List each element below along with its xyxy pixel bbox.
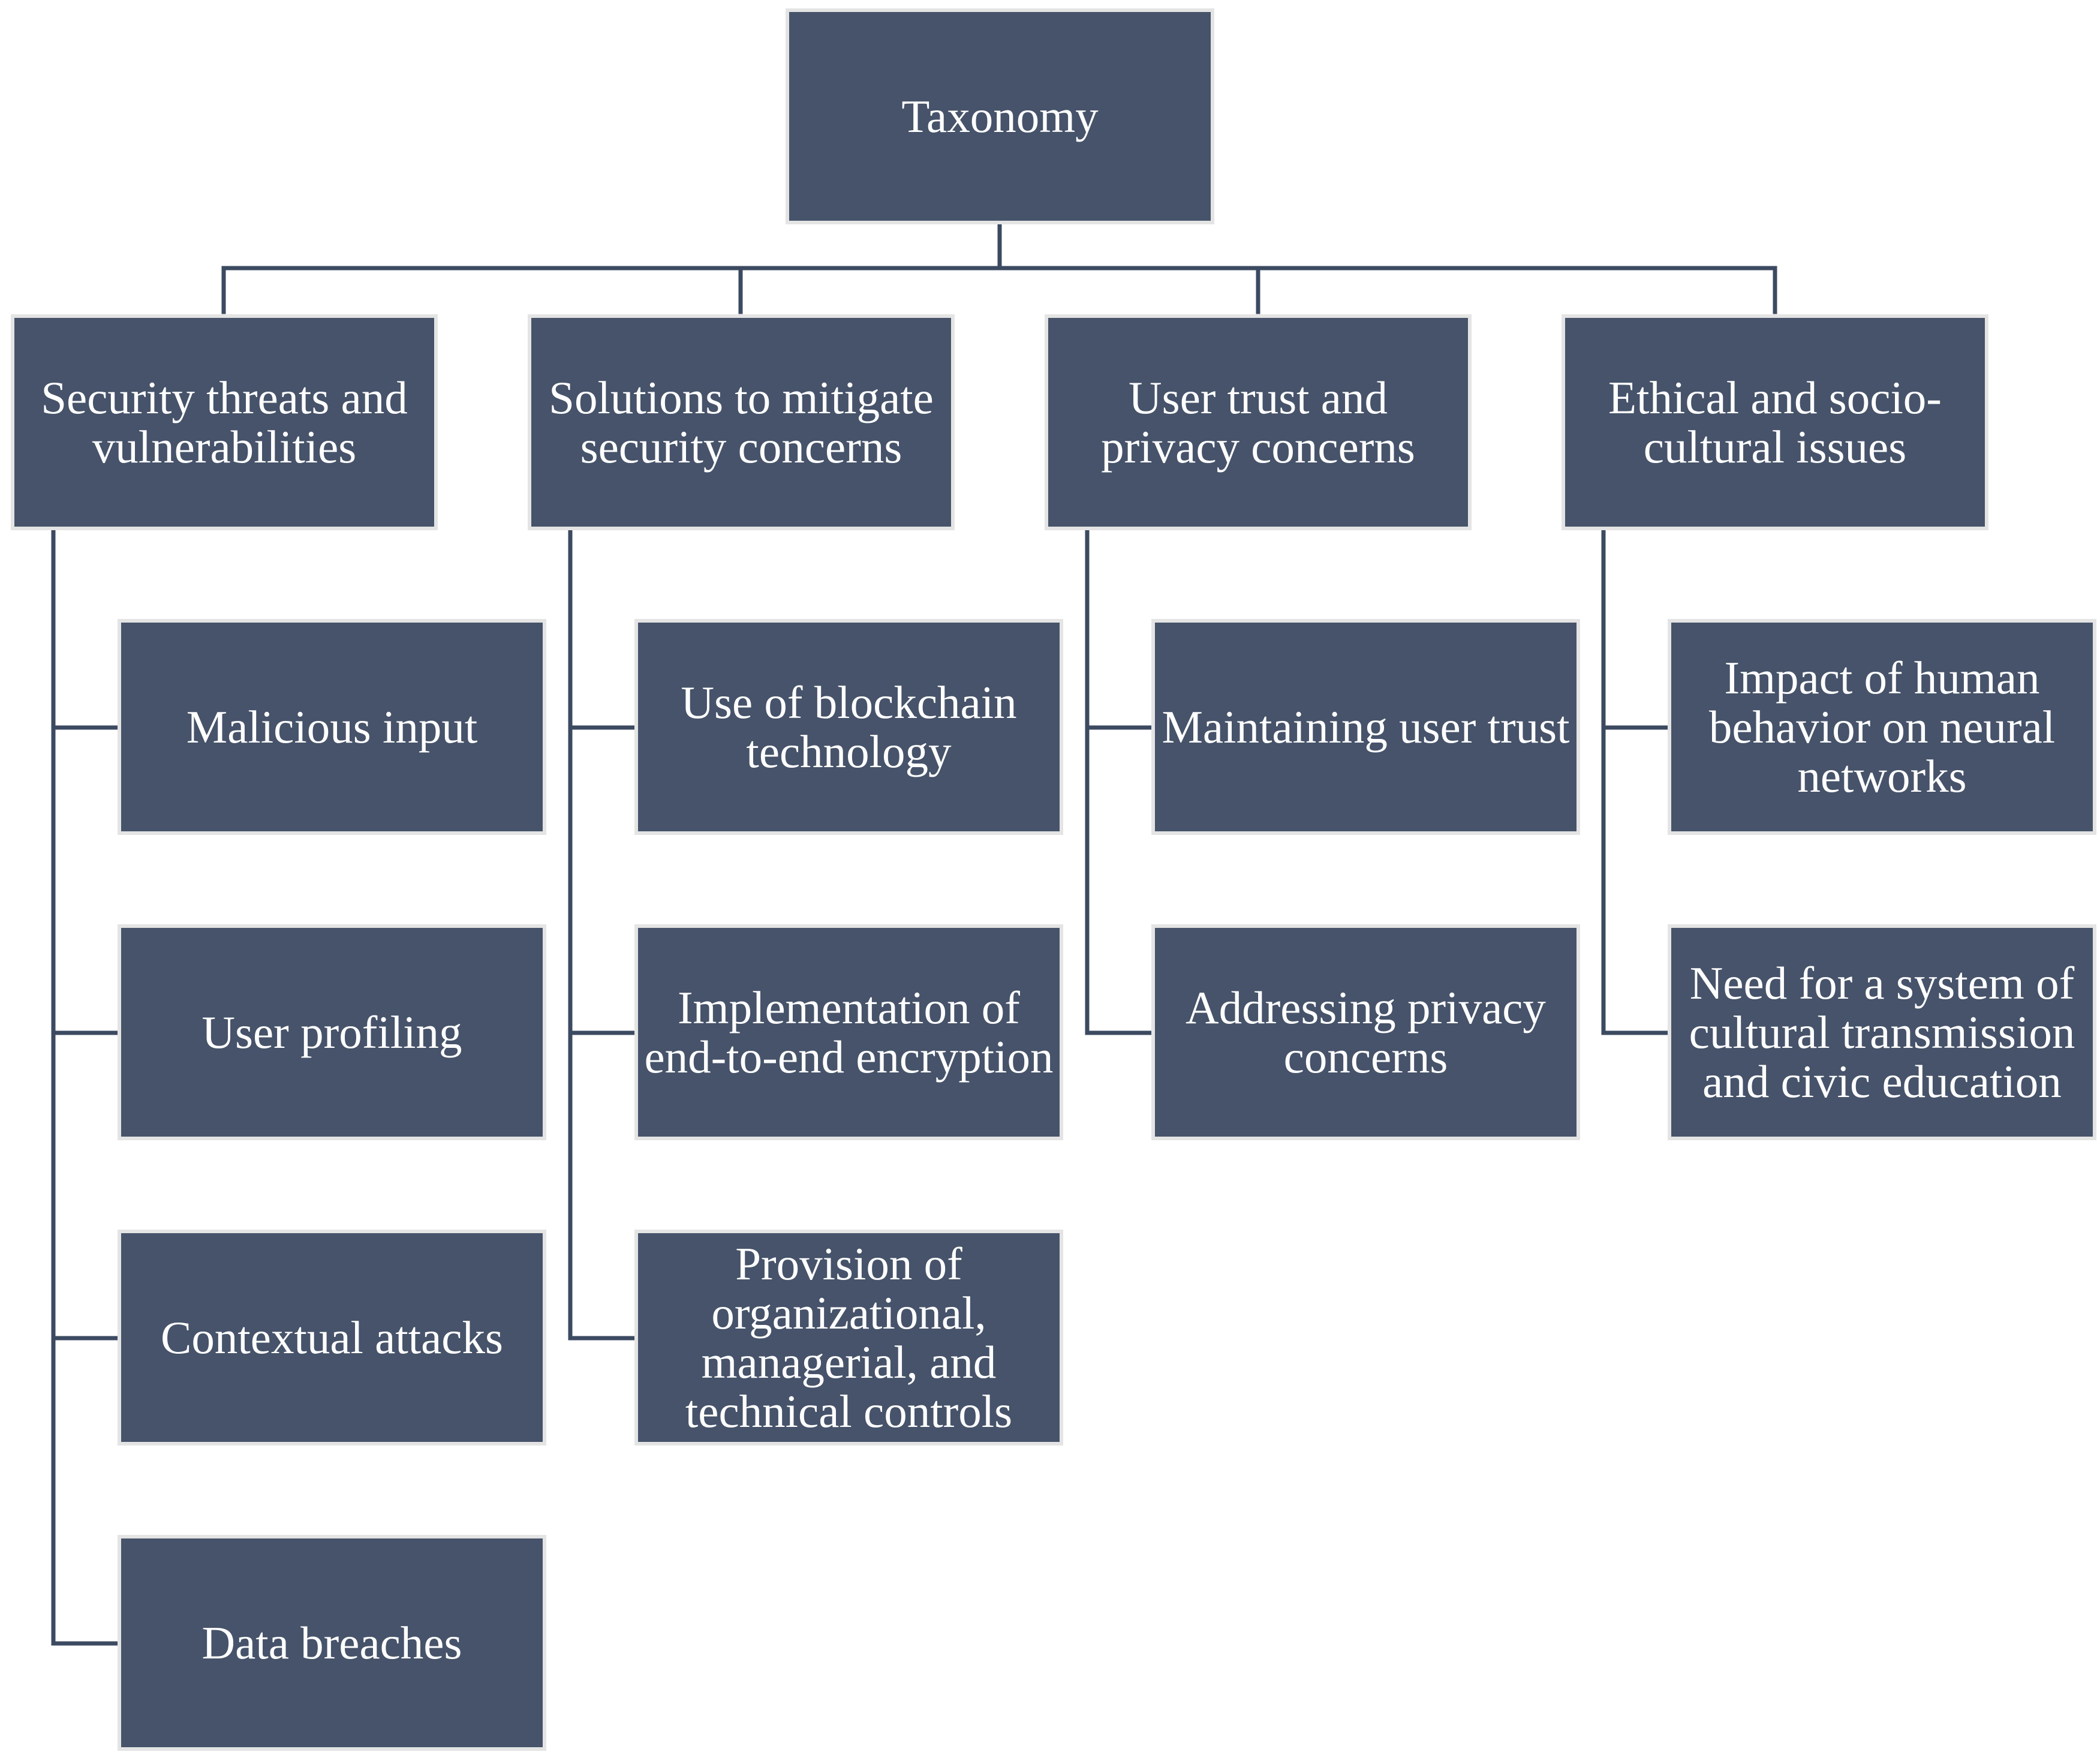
category-node-solutions: Solutions to mitigate security concerns — [528, 314, 955, 530]
leaf-label: Data breaches — [201, 1617, 462, 1669]
leaf-node-blockchain: Use of blockchain technology — [634, 619, 1063, 835]
leaf-node-contextual-attacks: Contextual attacks — [118, 1230, 546, 1446]
leaf-node-maintaining-user-trust: Maintaining user trust — [1151, 619, 1580, 835]
leaf-node-controls: Provision of organizational, managerial,… — [634, 1230, 1063, 1446]
leaf-label: Need for a system of cultural transmissi… — [1689, 957, 2075, 1107]
category-label: Security threats and vulnerabilities — [41, 372, 408, 473]
leaf-node-user-profiling: User profiling — [118, 924, 546, 1140]
leaf-label: User profiling — [201, 1006, 462, 1058]
leaf-node-data-breaches: Data breaches — [118, 1535, 546, 1751]
category-node-security-threats: Security threats and vulnerabilities — [11, 314, 438, 530]
root-label: Taxonomy — [901, 91, 1099, 142]
leaf-label: Maintaining user trust — [1162, 701, 1570, 753]
root-node-taxonomy: Taxonomy — [786, 8, 1214, 224]
leaf-node-malicious-input: Malicious input — [118, 619, 546, 835]
category-node-ethical-socio-cultural: Ethical and socio-cultural issues — [1562, 314, 1988, 530]
leaf-label: Impact of human behavior on neural netwo… — [1708, 652, 2056, 802]
category-node-user-trust-privacy: User trust and privacy concerns — [1045, 314, 1472, 530]
leaf-label: Contextual attacks — [161, 1312, 503, 1363]
leaf-label: Provision of organizational, managerial,… — [685, 1238, 1013, 1437]
leaf-label: Addressing privacy concerns — [1186, 982, 1546, 1083]
leaf-label: Use of blockchain technology — [681, 677, 1017, 777]
leaf-label: Malicious input — [186, 701, 478, 753]
leaf-node-addressing-privacy: Addressing privacy concerns — [1151, 924, 1580, 1140]
category-label: Solutions to mitigate security concerns — [549, 372, 934, 473]
category-label: User trust and privacy concerns — [1101, 372, 1415, 473]
leaf-label: Implementation of end-to-end encryption — [644, 982, 1054, 1083]
category-label: Ethical and socio-cultural issues — [1608, 372, 1942, 473]
leaf-node-cultural-transmission: Need for a system of cultural transmissi… — [1668, 924, 2096, 1140]
leaf-node-end-to-end-encryption: Implementation of end-to-end encryption — [634, 924, 1063, 1140]
leaf-node-human-behavior: Impact of human behavior on neural netwo… — [1668, 619, 2096, 835]
